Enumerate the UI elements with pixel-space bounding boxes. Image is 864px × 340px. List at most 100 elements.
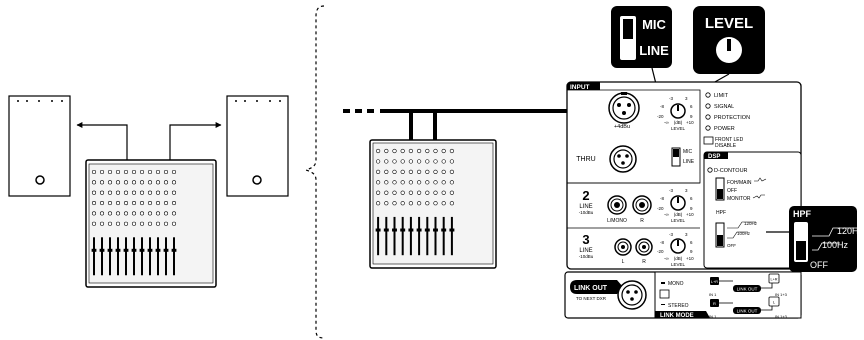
lvl3-tick-h: +10 (686, 256, 694, 261)
d-contour-switch[interactable] (715, 177, 725, 201)
mixer-center (369, 139, 497, 269)
left-speaker (8, 95, 71, 197)
mixer-channel-strip (383, 148, 389, 256)
thru-label: THRU (576, 156, 595, 163)
ch2-jack-right-label: R (640, 218, 644, 224)
lvl1-tick-c: -8 (660, 104, 664, 109)
lvl2-tick-g: -∞ (664, 212, 669, 217)
callout-level: LEVEL (682, 6, 765, 101)
lvl3-tick-c: -8 (660, 240, 664, 245)
ch2-jack-left[interactable] (607, 195, 627, 215)
xlr-link-out[interactable] (617, 280, 647, 310)
foh-main-label: FOH/MAIN (727, 180, 752, 186)
lvl1-tick-g: -∞ (664, 120, 669, 125)
hpf-120-label: 120Hz (744, 221, 758, 226)
ch3-dbu: -10dBu (579, 254, 594, 259)
mixer-channel-strip (91, 169, 97, 276)
mixer-channel-strip (99, 169, 105, 276)
led-signal: SIGNAL (714, 104, 734, 110)
mixer-channel-strip (131, 169, 137, 276)
xlr-input-1[interactable] (608, 92, 640, 124)
lvl1-label: LEVEL (671, 126, 686, 131)
mixer-channel-strip (449, 148, 455, 256)
stereo-r-badge: R (713, 301, 716, 306)
hpf-switch[interactable] (715, 222, 725, 248)
lvl3-tick-g: -∞ (664, 256, 669, 261)
lvl2-tick-c: -8 (660, 196, 664, 201)
right-speaker (226, 95, 289, 197)
link-section: LINK OUT TO NEXT DXR MONO STEREO LINK MO… (564, 271, 802, 319)
lvl2-tick-b: 3 (685, 188, 688, 193)
mixer-channel-strip (400, 148, 406, 256)
mono-link-out: LINK OUT (737, 287, 758, 292)
monitor-label: MONITOR (727, 196, 751, 202)
stereo-in1: IN 1 (709, 314, 717, 319)
mixer-channel-strip (392, 148, 397, 256)
lvl1-tick-a: -3 (669, 96, 673, 101)
mixer-channel-strip (163, 169, 169, 276)
callout-hpf-title: HPF (793, 209, 812, 219)
status-leds (705, 92, 711, 131)
hpf-100-label: 100Hz (737, 231, 751, 236)
mixer-channel-strip (155, 169, 161, 276)
level-knob-1[interactable] (670, 103, 686, 119)
callout-mic-line: MIC LINE (611, 6, 673, 149)
xlr-thru[interactable] (609, 145, 637, 173)
lvl1-unit: (dB) (674, 120, 683, 125)
ch3-jack-right[interactable] (635, 238, 653, 256)
callout-hpf-off: OFF (810, 260, 828, 270)
lvl1-tick-f: 9 (690, 114, 693, 119)
lvl2-unit: (dB) (674, 212, 683, 217)
callout-level-label: LEVEL (705, 15, 753, 32)
stereo-l-badge: L (773, 300, 776, 305)
stereo-in13: IN 1+3 (775, 314, 788, 319)
lvl2-tick-h: +10 (686, 212, 694, 217)
mixer-channel-strip (375, 148, 381, 256)
led-protection: PROTECTION (714, 115, 750, 121)
level-knob-3[interactable] (670, 238, 686, 254)
ch3-jack-left[interactable] (614, 238, 632, 256)
callout-hpf: HPF 120Hz 100Hz OFF (789, 206, 864, 272)
lvl2-tick-d: 6 (690, 196, 693, 201)
mixer-left (85, 159, 217, 288)
lvl2-tick-a: -3 (669, 188, 673, 193)
link-mode-switch[interactable] (659, 289, 670, 299)
mixer-channel-strip (147, 169, 153, 276)
led-limit: LIMIT (714, 93, 729, 99)
link-out-label: LINK OUT (574, 285, 608, 292)
link-mode-label: LINK MODE (660, 313, 694, 319)
ch2-jack-right[interactable] (632, 195, 652, 215)
lvl1-tick-h: +10 (686, 120, 694, 125)
dsp-header: DSP (708, 154, 720, 160)
mixer-channel-strip (408, 148, 414, 256)
lvl3-tick-a: -3 (669, 232, 673, 237)
level-knob-2[interactable] (670, 195, 686, 211)
mixer-channel-strip (416, 148, 422, 256)
mixer-channel-strip (139, 169, 145, 276)
speaker-cables (76, 122, 222, 163)
lvl3-label: LEVEL (671, 262, 686, 267)
ch3-line: LINE (579, 248, 592, 254)
ch2-line: LINE (579, 204, 592, 210)
rear-panel: INPUT +4dBu THRU -3 3 -8 6 -20 9 (566, 81, 802, 270)
mono-lr-badge-left: L+R (711, 280, 718, 284)
ch2-jack-left-label: L/MONO (607, 218, 627, 224)
callout-mic-label: MIC (642, 17, 666, 32)
mono-label: MONO (668, 281, 684, 287)
callout-hpf-100: 100Hz (822, 240, 849, 250)
lvl1-tick-b: 3 (685, 96, 688, 101)
front-led-disable: DISABLE (715, 143, 737, 149)
front-led-label: FRONT LED (715, 137, 744, 143)
mono-in13: IN 1+3 (775, 292, 788, 297)
switch-mic: MIC (683, 149, 693, 155)
mic-line-switch[interactable] (671, 147, 681, 167)
link-out-sub: TO NEXT DXR (576, 296, 607, 301)
callout-hpf-120: 120Hz (837, 226, 864, 236)
ch3-jack-right-label: R (642, 259, 646, 265)
front-led-button[interactable] (703, 136, 714, 145)
left-setup (8, 95, 289, 288)
lvl1-tick-d: 6 (690, 104, 693, 109)
input-1-caption: +4dBu (614, 124, 630, 130)
mixer-channel-strip (115, 169, 121, 276)
d-contour-led (707, 167, 713, 173)
